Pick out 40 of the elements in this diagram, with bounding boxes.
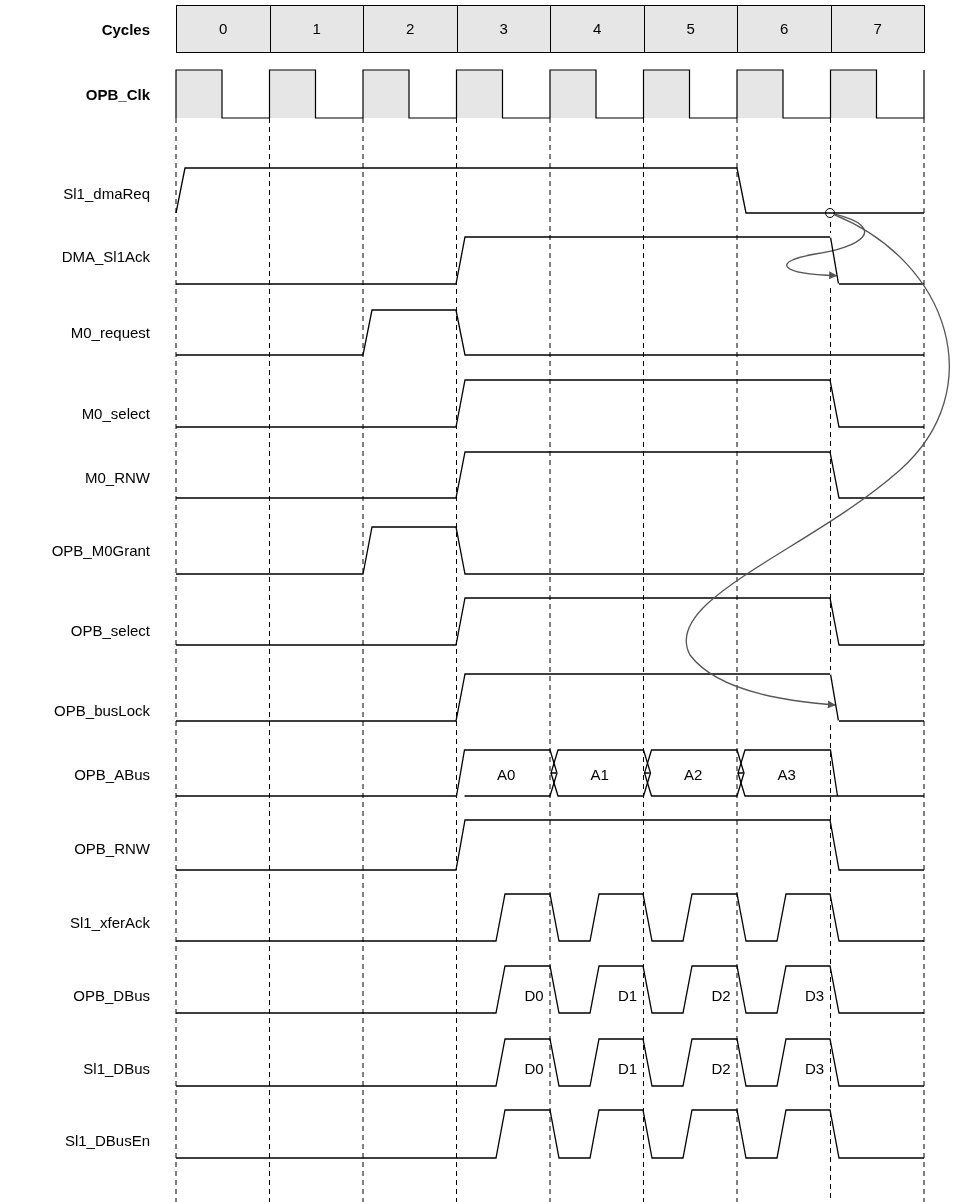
cycle-number-cell: 6: [737, 5, 832, 53]
bus-value: D1: [617, 987, 638, 1003]
cycle-number-cell: 3: [456, 5, 551, 53]
bus-value: A3: [777, 766, 796, 782]
row-heading: OPB_Clk: [85, 86, 150, 102]
cycle-number-cell: 2: [363, 5, 458, 53]
signal-name: M0_RNW: [85, 469, 150, 485]
bus-value: D2: [711, 987, 731, 1003]
signal-name: Sl1_DBus: [83, 1060, 150, 1076]
signal-name: OPB_select: [70, 622, 150, 638]
bus-value: D3: [804, 1060, 825, 1076]
signal-name: OPB_DBus: [73, 987, 150, 1003]
cycle-number-cell: 5: [643, 5, 738, 53]
bus-value: A1: [590, 766, 609, 782]
curved-arrow: [685, 214, 950, 709]
bus-value: D2: [711, 1060, 731, 1076]
bus-value: D3: [804, 987, 825, 1003]
bus-value: A2: [684, 766, 703, 782]
signal-name: OPB_RNW: [74, 840, 150, 856]
bus-value: D1: [617, 1060, 638, 1076]
signal-name: Sl1_DBusEn: [64, 1132, 150, 1148]
signal-name: OPB_M0Grant: [51, 542, 150, 558]
signal-name: Sl1_xferAck: [69, 914, 150, 930]
falling-edge: [830, 237, 839, 284]
signal-name: OPB_ABus: [74, 766, 150, 782]
signal-name: OPB_busLock: [54, 702, 150, 718]
signal-name: DMA_Sl1Ack: [61, 248, 150, 264]
bus-value: D0: [524, 987, 544, 1003]
signal-name: M0_select: [81, 405, 150, 421]
signal-name: M0_request: [70, 324, 150, 340]
cycle-number-cell: 7: [830, 5, 925, 53]
bus-value: D0: [524, 1060, 544, 1076]
bus-value: A0: [497, 766, 516, 782]
row-heading: Cycles: [101, 21, 150, 37]
cycle-number-cell: 4: [550, 5, 645, 53]
falling-edge: [830, 674, 839, 721]
curved-arrow: [786, 213, 866, 280]
cycle-number-cell: 1: [269, 5, 364, 53]
signal-name: Sl1_dmaReq: [63, 185, 150, 201]
cycle-number-cell: 0: [176, 5, 271, 53]
